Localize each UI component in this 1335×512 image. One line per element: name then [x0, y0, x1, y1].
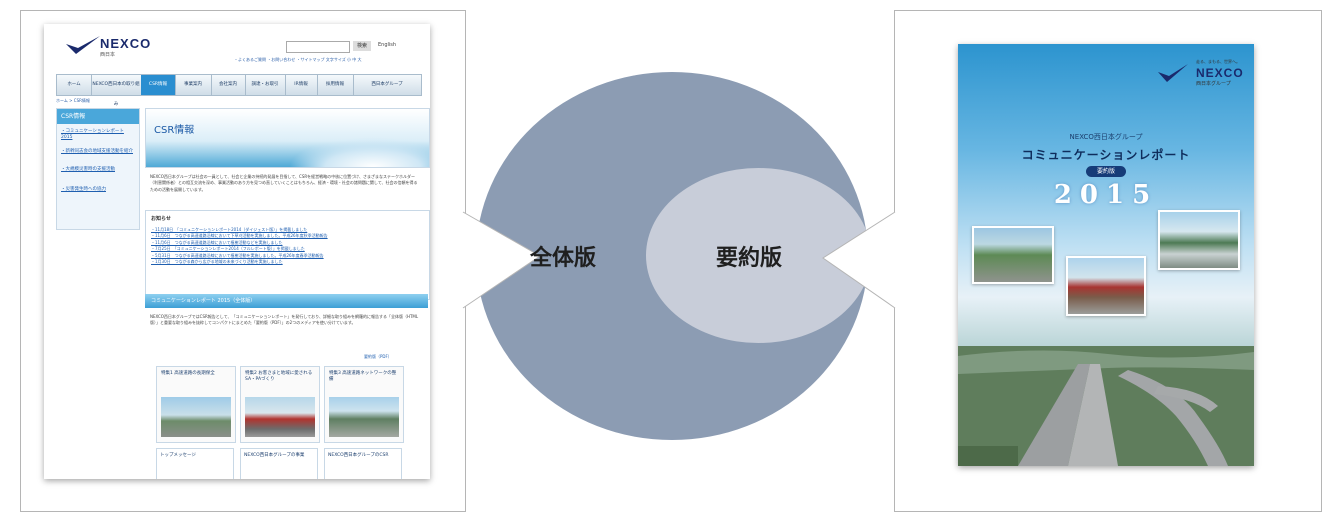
sidebar-item: ・新幹同志会の地域支援活動を紹介: [61, 149, 133, 154]
nav-item: 調達・お取引: [245, 75, 286, 95]
nav-item: 採用情報: [317, 75, 354, 95]
cover-badge: 要約版: [1086, 166, 1126, 177]
notice-item: ・5月31日 つながる高速道路沿線において植樹活動を実施しました。平成26年度春…: [151, 252, 324, 258]
feature-card-image: [161, 397, 231, 437]
sidebar-title: CSR情報: [57, 109, 139, 124]
summary-version-label: 要約版: [716, 246, 783, 271]
bottom-item: NEXCO西日本グループのCSR: [324, 448, 402, 479]
webpage-main-banner: CSR情報: [145, 108, 430, 168]
notice-item: ・11月6日 つながる高速道路沿線において植樹活動などを実施しました: [151, 239, 283, 245]
cover-photo-2: [1066, 256, 1146, 316]
nav-item: 事業案内: [175, 75, 212, 95]
cover-logo-text: NEXCO: [1196, 66, 1244, 80]
sidebar-item: ・大規模災害時の支援活動: [61, 167, 115, 172]
cover-tagline: 走る、まもる、世界へ。: [1196, 59, 1240, 64]
cover-title: コミュニケーションレポート: [1021, 148, 1191, 162]
full-version-webpage-thumbnail: NEXCO 西日本 検索 English ・よくあるご質問 ・お問い合わせ ・サ…: [44, 24, 430, 479]
feature-card: 特集3 高速道路ネットワークの整備: [324, 366, 404, 443]
notice-list: ・11月18日 「コミュニケーションレポート2014（ダイジェスト版）」を掲載し…: [151, 227, 423, 265]
feature-card-title: 特集2 お客さまと地域に愛されるSA・PAづくり: [245, 371, 313, 382]
feature-card-image: [245, 397, 315, 437]
nav-item: NEXCO西日本の取り組み: [91, 75, 142, 107]
banner-cloud-image: [289, 137, 429, 167]
cover-group-name: NEXCO西日本グループ: [1069, 133, 1143, 141]
webpage-lang-link: English: [378, 42, 397, 48]
cover-logo-sub: 西日本グループ: [1196, 81, 1231, 87]
sidebar-item: ・災害発生時への協力: [61, 187, 106, 192]
cover-photo-1: [972, 226, 1054, 284]
report-section-text: NEXCO西日本グループではCSR報告として、「コミュニケーションレポート」を発…: [150, 314, 419, 326]
sidebar-item: ・コミュニケーションレポート2015: [61, 129, 124, 140]
nav-item-active: CSR情報: [141, 75, 176, 95]
summary-report-cover: 走る、まもる、世界へ。 NEXCO 西日本グループ NEXCO西日本グループ コ…: [958, 44, 1254, 466]
nexco-logo-icon: [66, 36, 100, 54]
feature-card-image: [329, 397, 399, 437]
webpage-logo-sub: 西日本: [100, 52, 116, 58]
summary-pdf-link: 要約版（PDF）: [364, 354, 392, 359]
webpage-global-nav: ホーム NEXCO西日本の取り組み CSR情報 事業案内 会社案内 調達・お取引…: [56, 74, 422, 107]
cover-highway-image: [958, 346, 1254, 466]
bottom-item: トップメッセージ: [156, 448, 234, 479]
feature-card-title: 特集3 高速道路ネットワークの整備: [329, 371, 397, 382]
webpage-logo-text: NEXCO: [100, 36, 152, 51]
notice-item: ・1月30日 つながる森から広がる地域の未来づくり活動を実施しました: [151, 259, 283, 265]
webpage-header: NEXCO 西日本 検索 English ・よくあるご質問 ・お問い合わせ ・サ…: [44, 24, 430, 68]
notice-item: ・11月6日 つながる高速道路沿線において下草刈活動を実施しました。平成26年度…: [151, 233, 328, 239]
feature-card-title: 特集1 高速道路の長期保全: [161, 371, 215, 376]
report-section-heading: コミュニケーションレポート 2015（全体版）: [145, 294, 428, 308]
feature-card: 特集2 お客さまと地域に愛されるSA・PAづくり: [240, 366, 320, 443]
webpage-utility-links: ・よくあるご質問 ・お問い合わせ ・サイトマップ 文字サイズ 小 中 大: [234, 57, 362, 62]
webpage-notice-box: お知らせ ・11月18日 「コミュニケーションレポート2014（ダイジェスト版）…: [145, 210, 430, 300]
nav-item: ホーム: [57, 75, 92, 95]
nav-item: IR情報: [285, 75, 318, 95]
webpage-main-title: CSR情報: [154, 125, 195, 136]
notice-title: お知らせ: [151, 216, 171, 222]
bottom-item: NEXCO西日本グループの事業: [240, 448, 318, 479]
webpage-breadcrumb: ホーム > CSR情報: [56, 98, 90, 103]
nav-item: 西日本グループ: [371, 82, 403, 87]
webpage-sidebar: CSR情報 ・コミュニケーションレポート2015 ・新幹同志会の地域支援活動を紹…: [56, 108, 140, 230]
notice-item: ・11月18日 「コミュニケーションレポート2014（ダイジェスト版）」を掲載し…: [151, 227, 308, 232]
webpage-search-input: [286, 41, 350, 53]
feature-card: 特集1 高速道路の長期保全: [156, 366, 236, 443]
notice-item: ・7月25日 「コミュニケーションレポート2014（フルレポート版）」を掲載しま…: [151, 246, 305, 252]
cover-photo-3: [1158, 210, 1240, 270]
nexco-logo-icon: [1158, 64, 1188, 82]
nav-item: 会社案内: [211, 75, 246, 95]
full-version-label: 全体版: [530, 246, 597, 271]
webpage-intro-text: NEXCO西日本グループは社会の一員として、社会と企業の持続的発展を目指して、C…: [150, 174, 418, 192]
cover-year: 2015: [1053, 180, 1159, 210]
webpage-search-button: 検索: [353, 41, 371, 51]
